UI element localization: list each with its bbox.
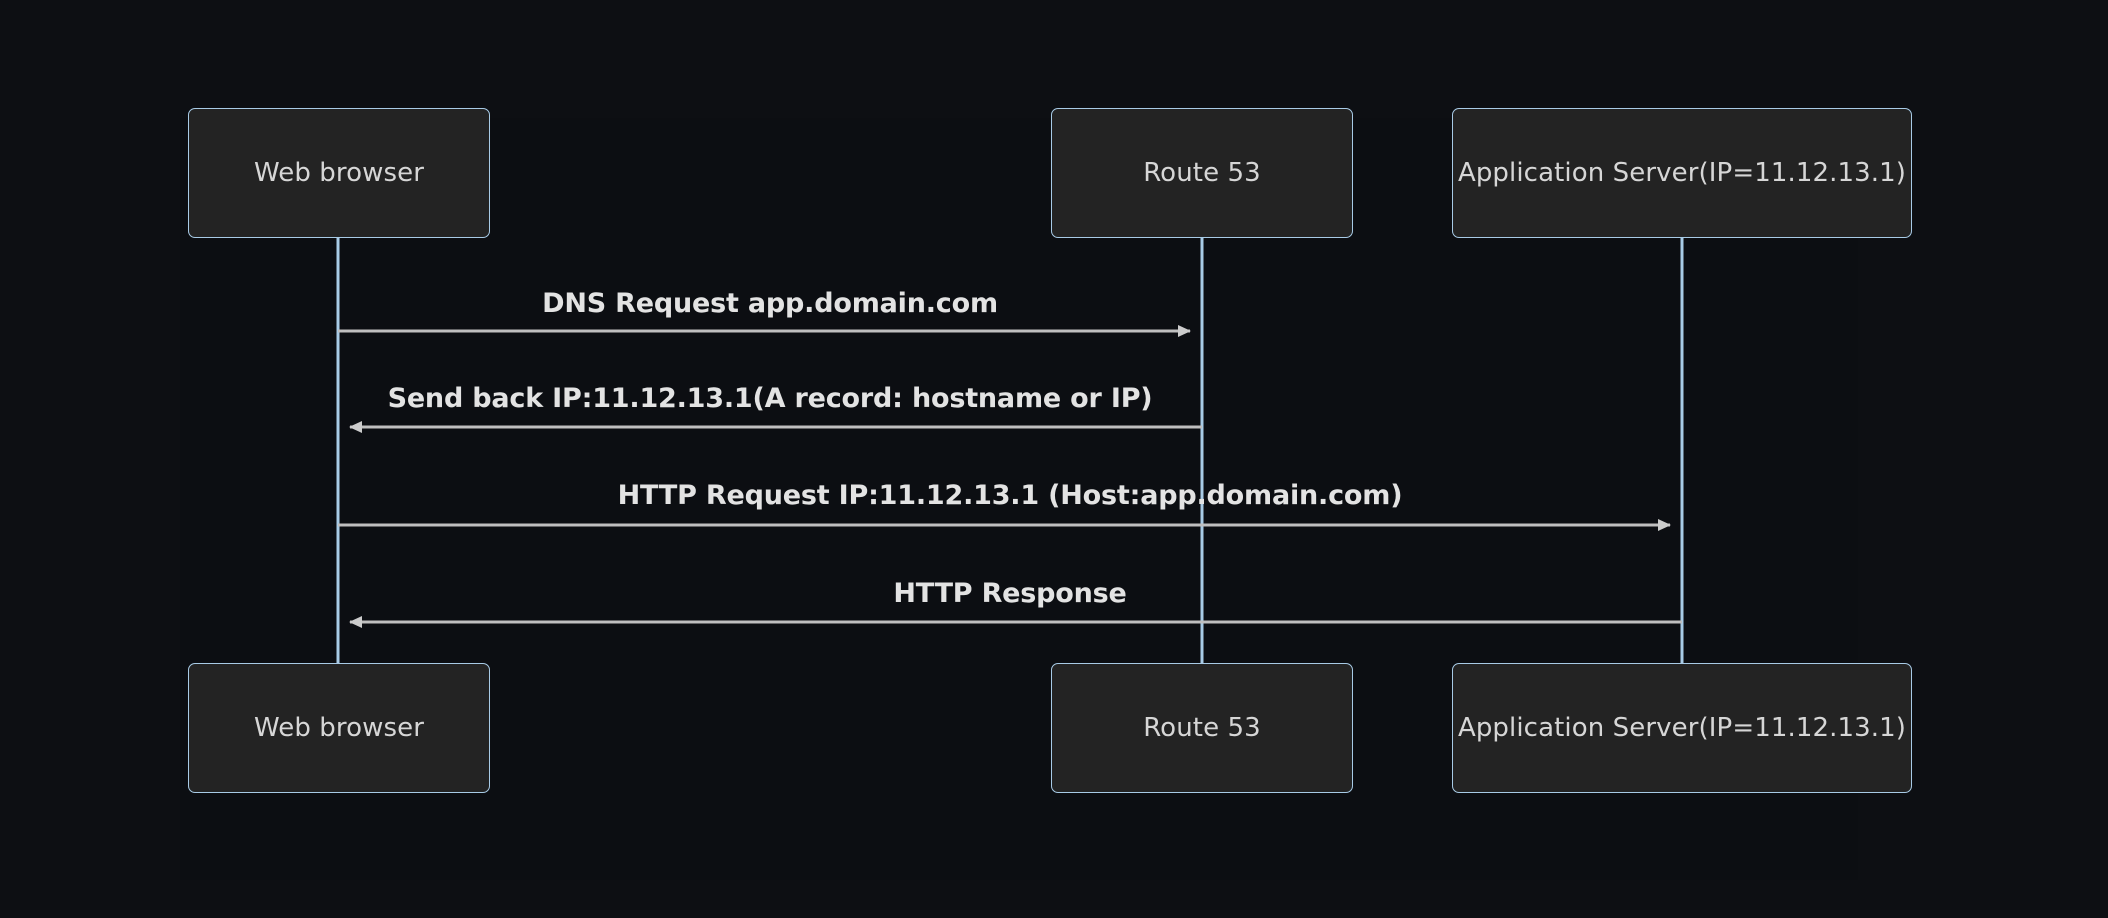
participant-label-route53: Route 53 [1143,158,1261,188]
message-label-3-http-request: HTTP Request IP:11.12.13.1 (Host:app.dom… [617,480,1403,511]
participant-label-appserver-bottom: Application Server(IP=11.12.13.1) [1457,713,1907,743]
lifelines-group [336,238,1684,665]
participant-box-bottom-route53[interactable]: Route 53 [1051,663,1353,793]
participant-label-browser-bottom: Web browser [253,713,425,743]
participant-box-top-browser[interactable]: Web browser [188,108,490,238]
message-label-1-dns-request: DNS Request app.domain.com [542,288,998,319]
message-label-2-dns-response: Send back IP:11.12.13.1(A record: hostna… [387,383,1153,414]
message-arrows-group [338,325,1682,628]
participant-label-route53-bottom: Route 53 [1143,713,1261,743]
participant-box-bottom-browser[interactable]: Web browser [188,663,490,793]
participant-box-bottom-appserver[interactable]: Application Server(IP=11.12.13.1) [1452,663,1912,793]
message-label-4-http-response: HTTP Response [893,578,1127,609]
participant-label-appserver: Application Server(IP=11.12.13.1) [1457,158,1907,188]
participant-box-top-appserver[interactable]: Application Server(IP=11.12.13.1) [1452,108,1912,238]
participant-box-top-route53[interactable]: Route 53 [1051,108,1353,238]
participant-label-browser: Web browser [253,158,425,188]
